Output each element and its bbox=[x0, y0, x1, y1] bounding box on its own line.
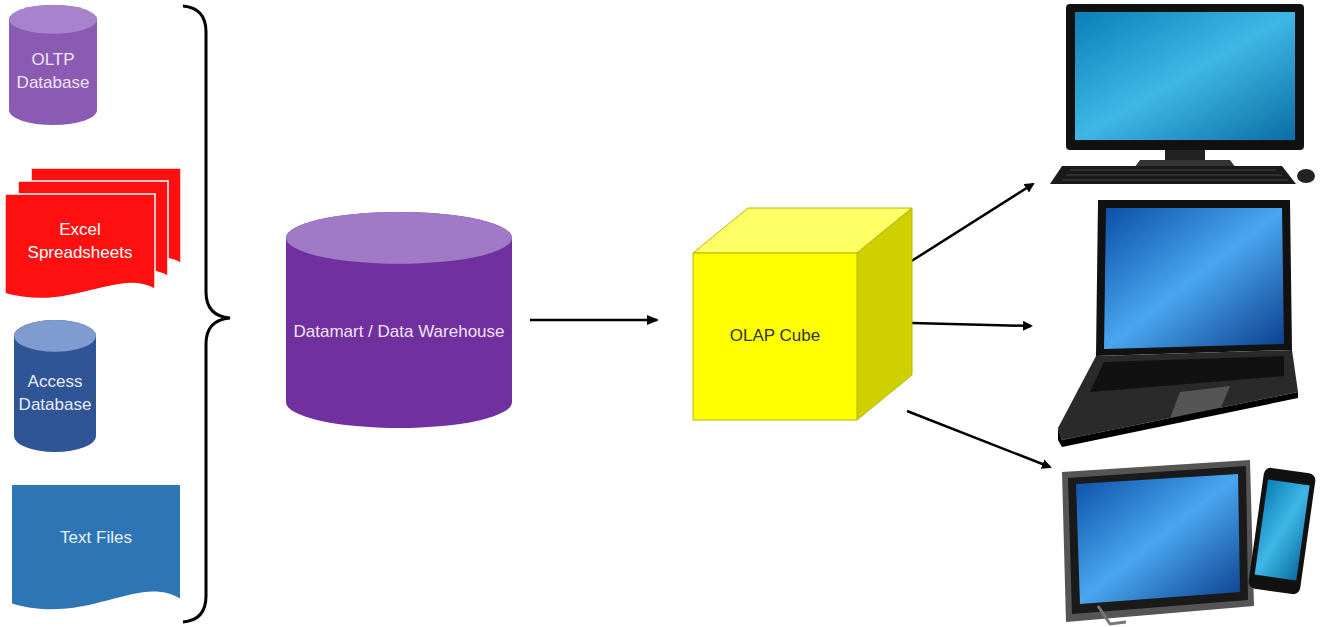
text-file-document: Text Files bbox=[12, 485, 180, 611]
spreadsheet-stack: Excel Spreadsheets bbox=[5, 168, 181, 300]
access-cylinder: Access Database bbox=[14, 320, 96, 452]
data-warehouse-cylinder: Datamart / Data Warehouse bbox=[286, 212, 512, 428]
device-arrow bbox=[907, 411, 1050, 467]
brace bbox=[183, 6, 230, 622]
node-shape bbox=[12, 485, 180, 611]
oltp-cylinder: OLTP Database bbox=[9, 5, 97, 125]
node-shape bbox=[286, 212, 512, 428]
device-arrow bbox=[912, 323, 1031, 326]
node-label: Text Files bbox=[60, 527, 132, 550]
node-label: Datamart / Data Warehouse bbox=[293, 321, 504, 344]
node-label: Access Database bbox=[17, 371, 93, 417]
device-arrow bbox=[910, 184, 1033, 262]
tablet-and-phone bbox=[1062, 460, 1316, 624]
laptop-computer bbox=[1058, 200, 1298, 447]
olap-cube: OLAP Cube bbox=[693, 208, 912, 420]
flow-arrow bbox=[530, 319, 657, 322]
node-label: OLAP Cube bbox=[730, 325, 820, 348]
node-label: Excel Spreadsheets bbox=[7, 219, 153, 265]
desktop-computer bbox=[1050, 4, 1315, 184]
node-shape bbox=[693, 208, 912, 420]
node-label: OLTP Database bbox=[12, 49, 94, 95]
